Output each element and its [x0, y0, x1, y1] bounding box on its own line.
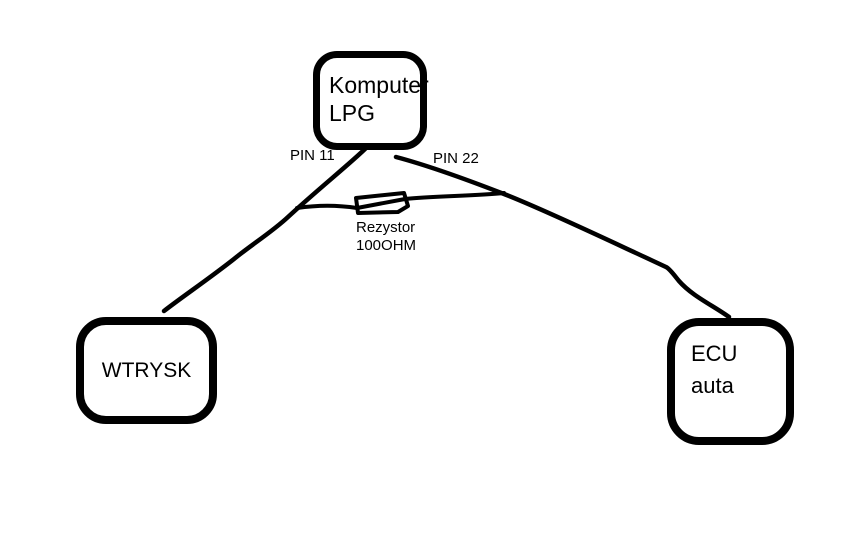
node-komputer-lpg-label-line2: LPG	[329, 100, 376, 126]
node-ecu-auta-label-line1: ECU	[691, 341, 738, 366]
label-pin11: PIN 11	[290, 147, 335, 164]
label-resistor-line2: 100OHM	[356, 237, 417, 254]
resistor-symbol	[354, 191, 410, 215]
node-ecu-auta: ECU auta	[667, 318, 794, 445]
wire-pin11	[161, 141, 369, 314]
node-ecu-auta-label-line2: auta	[691, 373, 734, 398]
node-wtrysk-label: WTRYSK	[101, 358, 192, 382]
wire-pin22	[393, 154, 732, 320]
label-pin22: PIN 22	[433, 150, 479, 167]
label-resistor-line1: Rezystor	[356, 219, 416, 236]
node-komputer-lpg: Komputer LPG	[313, 51, 429, 150]
node-komputer-lpg-label-line1: Komputer	[329, 72, 429, 98]
node-wtrysk: WTRYSK	[76, 317, 217, 424]
label-resistor: Rezystor 100OHM	[356, 219, 416, 255]
